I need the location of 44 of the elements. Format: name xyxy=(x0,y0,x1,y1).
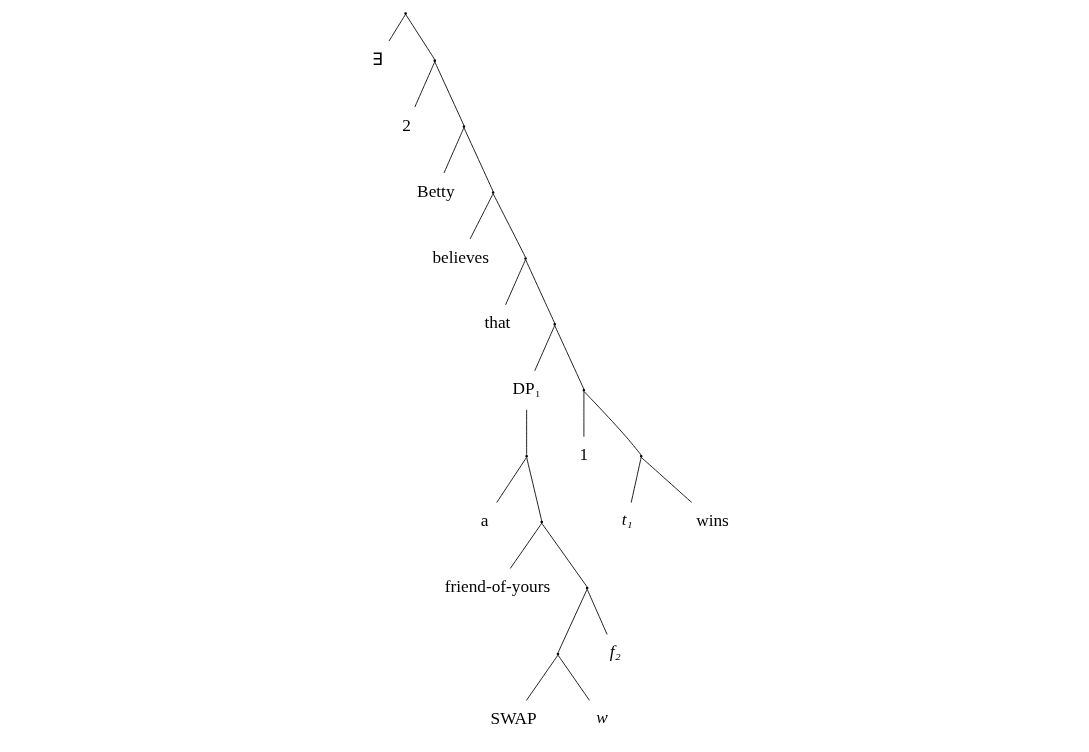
node-text: wins xyxy=(695,511,729,531)
node-point xyxy=(491,191,494,194)
node-text: t₁ xyxy=(621,510,633,530)
node-text: a xyxy=(480,511,488,531)
node-text: SWAP xyxy=(490,708,537,728)
connector xyxy=(525,409,527,456)
node-point xyxy=(552,323,556,326)
connector xyxy=(463,127,493,192)
connector xyxy=(495,457,527,503)
node-text: Betty xyxy=(416,181,455,201)
node-point xyxy=(524,454,528,458)
node-text: friend-of-yours xyxy=(444,577,550,597)
node-text: believes xyxy=(431,247,489,267)
node-point xyxy=(639,454,642,458)
node-point xyxy=(432,59,436,62)
connector xyxy=(492,193,526,258)
connector xyxy=(630,457,642,503)
connector xyxy=(553,325,584,390)
connector xyxy=(525,457,542,522)
connector xyxy=(404,13,435,60)
node-point xyxy=(403,12,407,15)
connector xyxy=(413,61,435,108)
connector xyxy=(443,127,464,174)
connector xyxy=(469,193,493,240)
connector xyxy=(524,259,555,324)
node-text: that xyxy=(483,313,510,333)
node-point xyxy=(462,125,465,128)
connector xyxy=(582,391,584,438)
node-point xyxy=(523,257,527,260)
node-point xyxy=(539,520,543,524)
connector xyxy=(504,259,526,306)
node-text: 2 xyxy=(401,115,411,135)
node-text: DP₁ xyxy=(512,379,541,399)
node-point xyxy=(585,586,588,590)
node-text: w xyxy=(595,707,608,727)
node-point xyxy=(582,388,585,392)
connector xyxy=(388,13,406,42)
node-text: 1 xyxy=(579,445,588,465)
connector xyxy=(509,522,542,569)
node-text: ∃ xyxy=(371,49,383,69)
node-point xyxy=(556,652,559,656)
connector xyxy=(433,61,464,126)
node-text: f₂ xyxy=(609,641,621,661)
connector xyxy=(533,325,555,372)
